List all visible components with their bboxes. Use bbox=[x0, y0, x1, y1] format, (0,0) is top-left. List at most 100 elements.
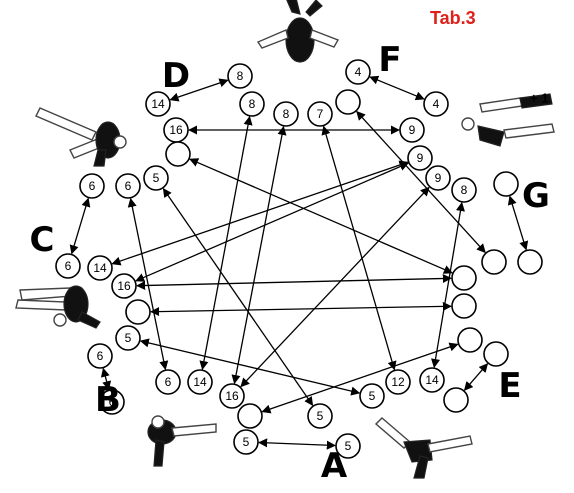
node-value: 16 bbox=[117, 279, 131, 293]
node-d16: 16 bbox=[163, 117, 189, 143]
node-circle bbox=[143, 165, 169, 191]
node-circle bbox=[165, 141, 191, 167]
node-circle bbox=[451, 177, 477, 203]
node-c6a: 6 bbox=[79, 173, 105, 199]
gymnast-figure-top bbox=[256, 0, 340, 63]
node-bot16: 16 bbox=[219, 383, 245, 409]
label-G: G bbox=[522, 176, 550, 216]
node-circle bbox=[335, 89, 361, 115]
node-value: 8 bbox=[249, 97, 256, 111]
node-value: 5 bbox=[317, 409, 324, 423]
connector-top7-r12 bbox=[321, 125, 397, 371]
node-mid_blank_r3 bbox=[451, 293, 477, 319]
node-f_blank bbox=[335, 89, 361, 115]
node-value: 5 bbox=[243, 435, 250, 449]
node-top8a: 8 bbox=[239, 91, 265, 117]
node-top8b: 8 bbox=[273, 101, 299, 127]
node-value: 12 bbox=[391, 375, 405, 389]
connector-g_blank1-g_blank2 bbox=[507, 195, 529, 251]
node-circle bbox=[239, 91, 265, 117]
node-circle bbox=[99, 389, 125, 415]
node-circle bbox=[451, 293, 477, 319]
node-value: 6 bbox=[125, 179, 132, 193]
node-circle bbox=[483, 341, 509, 367]
connector-d8-d14 bbox=[169, 78, 229, 102]
node-value: 16 bbox=[225, 389, 239, 403]
node-top7: 7 bbox=[307, 101, 333, 127]
node-a5b: 5 bbox=[307, 403, 333, 429]
node-value: 6 bbox=[65, 259, 72, 273]
node-circle bbox=[307, 403, 333, 429]
node-circle bbox=[233, 429, 259, 455]
node-value: 8 bbox=[237, 69, 244, 83]
node-value: 14 bbox=[151, 97, 165, 111]
node-bot_blank bbox=[237, 403, 263, 429]
node-value: 4 bbox=[433, 97, 440, 111]
node-circle bbox=[187, 369, 213, 395]
node-mid_blank_r1 bbox=[481, 249, 507, 275]
node-g_blank1 bbox=[493, 171, 519, 197]
node-c16: 16 bbox=[111, 273, 137, 299]
node-r9c: 9 bbox=[425, 165, 451, 191]
node-d14: 14 bbox=[145, 91, 171, 117]
label-A: A bbox=[321, 446, 348, 486]
node-circle bbox=[273, 101, 299, 127]
node-b6c: 6 bbox=[155, 369, 181, 395]
node-d8: 8 bbox=[227, 63, 253, 89]
node-circle bbox=[115, 173, 141, 199]
node-circle bbox=[345, 59, 371, 85]
node-e_blank3 bbox=[443, 387, 469, 413]
node-value: 6 bbox=[89, 179, 96, 193]
node-value: 6 bbox=[165, 375, 172, 389]
node-circle bbox=[419, 367, 445, 393]
node-value: 5 bbox=[345, 439, 352, 453]
node-r9b: 9 bbox=[407, 145, 433, 171]
plus-note: + 1 bbox=[530, 91, 548, 106]
node-l_blank bbox=[125, 299, 151, 325]
node-circle bbox=[443, 387, 469, 413]
node-l5b: 5 bbox=[115, 325, 141, 351]
node-a5d: 5 bbox=[359, 383, 385, 409]
node-value: 14 bbox=[93, 261, 107, 275]
label-D: D bbox=[162, 56, 190, 96]
connector-c16-r9b bbox=[135, 162, 409, 282]
node-value: 4 bbox=[355, 65, 362, 79]
label-F: F bbox=[378, 40, 401, 80]
node-circle bbox=[493, 171, 519, 197]
connector-top8a-bot14 bbox=[199, 115, 253, 371]
connector-top8b-bot16 bbox=[231, 125, 287, 385]
node-b6a: 6 bbox=[87, 343, 113, 369]
node-e_blank2 bbox=[457, 327, 483, 353]
node-value: 14 bbox=[193, 375, 207, 389]
connector-c16-mid_blank_r2 bbox=[136, 273, 452, 291]
node-circle bbox=[399, 117, 425, 143]
label-C: C bbox=[30, 220, 55, 260]
node-g_blank2 bbox=[517, 249, 543, 275]
node-circle bbox=[425, 165, 451, 191]
node-value: 6 bbox=[97, 349, 104, 363]
node-b6b: 6 bbox=[99, 389, 125, 415]
node-circle bbox=[335, 433, 361, 459]
node-a5c: 5 bbox=[335, 433, 361, 459]
node-value: 14 bbox=[425, 373, 439, 387]
node-r14: 14 bbox=[419, 367, 445, 393]
node-value: 6 bbox=[109, 395, 116, 409]
node-value: 5 bbox=[153, 171, 160, 185]
node-circle bbox=[155, 369, 181, 395]
node-value: 16 bbox=[169, 123, 183, 137]
node-circle bbox=[145, 91, 171, 117]
connector-f4a-f4b bbox=[369, 75, 425, 101]
node-circle bbox=[423, 91, 449, 117]
node-circle bbox=[237, 403, 263, 429]
node-value: 8 bbox=[283, 107, 290, 121]
node-r9a: 9 bbox=[399, 117, 425, 143]
table-label: Tab.3 bbox=[430, 8, 476, 28]
connector-a5a-a5c bbox=[258, 438, 336, 450]
node-value: 8 bbox=[461, 183, 468, 197]
node-value: 7 bbox=[317, 107, 324, 121]
node-f4b: 4 bbox=[423, 91, 449, 117]
node-value: 9 bbox=[435, 171, 442, 185]
node-l5a: 5 bbox=[143, 165, 169, 191]
connector-lines bbox=[69, 75, 529, 450]
